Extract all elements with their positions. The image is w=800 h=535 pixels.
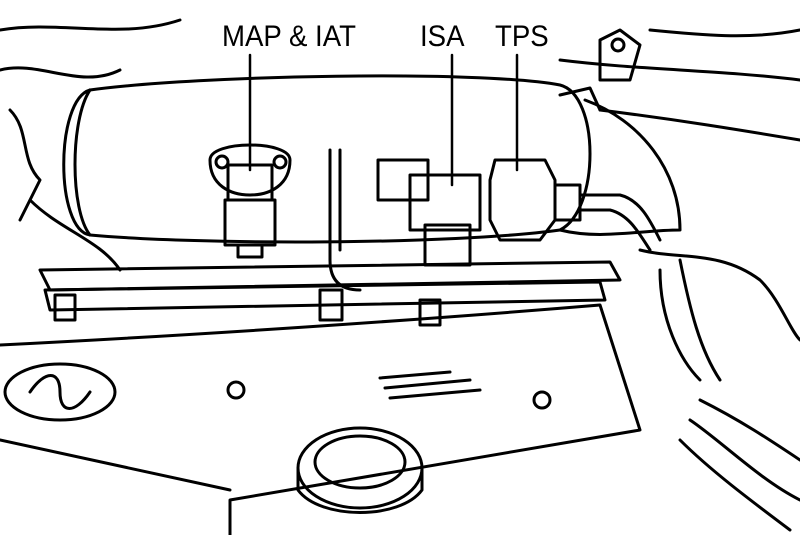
tps-sensor (488, 158, 662, 252)
leader-lines (248, 53, 519, 187)
intake-plenum (62, 74, 682, 244)
engine-cover (0, 303, 642, 535)
label-isa: ISA (420, 20, 465, 53)
hyundai-logo (3, 362, 117, 422)
fuel-rail (38, 260, 622, 327)
label-map-iat: MAP & IAT (222, 20, 356, 53)
background-hoses (0, 18, 800, 532)
oil-filler-cap (296, 426, 424, 514)
label-tps: TPS (495, 20, 549, 53)
isa-valve (328, 148, 482, 292)
